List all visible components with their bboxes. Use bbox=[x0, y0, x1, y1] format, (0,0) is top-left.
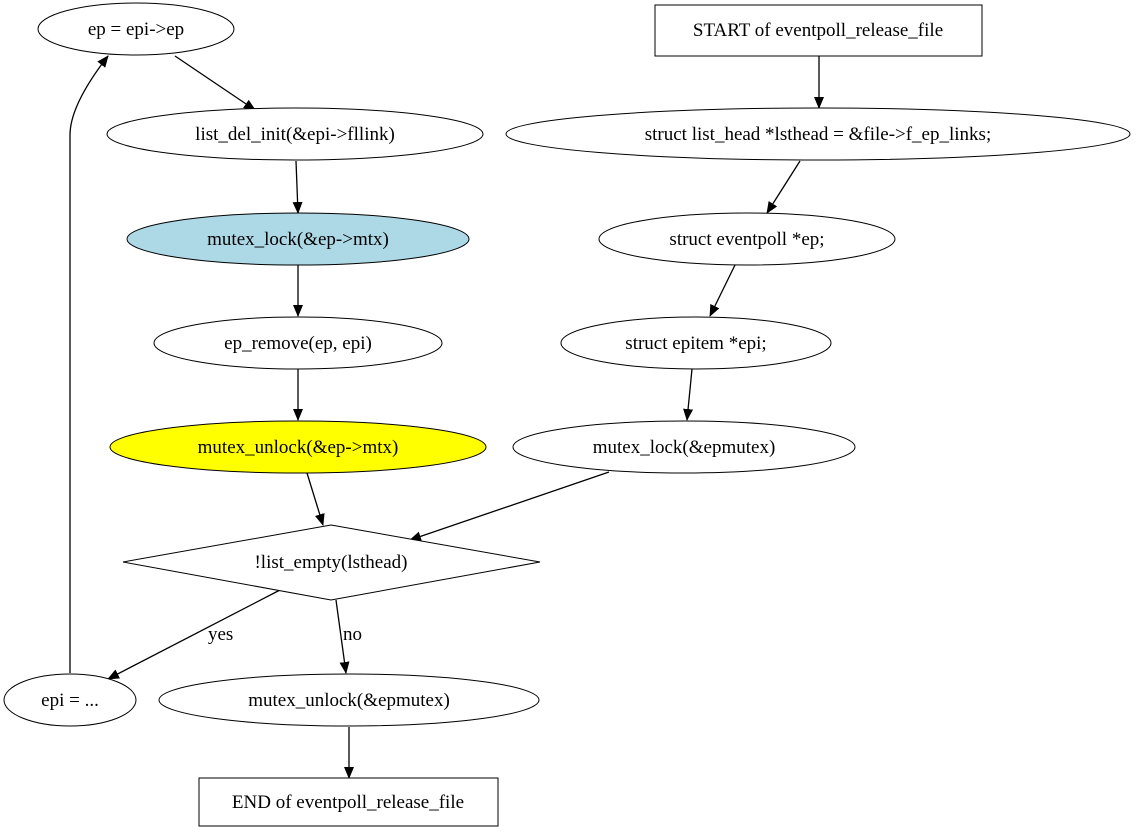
node-ep-assign: ep = epi->ep bbox=[37, 2, 235, 56]
node-condition-label: !list_empty(lsthead) bbox=[254, 552, 407, 573]
node-ep-decl: struct eventpoll *ep; bbox=[598, 212, 896, 266]
edges bbox=[69, 55, 824, 779]
node-ep-remove-label: ep_remove(ep, epi) bbox=[224, 333, 372, 354]
node-mutex-lock-epmutex-label: mutex_lock(&epmutex) bbox=[593, 437, 776, 458]
node-start-label: START of eventpoll_release_file bbox=[693, 20, 943, 41]
node-list-del-label: list_del_init(&epi->fllink) bbox=[195, 124, 395, 145]
edge-condition-to-mutex-unlock-epmutex bbox=[335, 599, 350, 674]
edge-mutex-unlock-ep-to-condition bbox=[306, 472, 325, 526]
node-epi-decl-label: struct epitem *epi; bbox=[625, 333, 766, 354]
node-lsthead-decl-label: struct list_head *lsthead = &file->f_ep_… bbox=[645, 124, 991, 145]
node-mutex-lock-ep: mutex_lock(&ep->mtx) bbox=[126, 212, 470, 266]
node-mutex-lock-epmutex: mutex_lock(&epmutex) bbox=[512, 420, 856, 474]
node-mutex-unlock-ep-label: mutex_unlock(&ep->mtx) bbox=[198, 437, 399, 458]
node-condition: !list_empty(lsthead) bbox=[122, 524, 541, 601]
node-list-del: list_del_init(&epi->fllink) bbox=[106, 107, 484, 161]
node-ep-remove: ep_remove(ep, epi) bbox=[153, 316, 443, 370]
edge-mutex-lock-epmutex-to-condition bbox=[409, 471, 610, 542]
node-ep-decl-label: struct eventpoll *ep; bbox=[669, 229, 824, 250]
edge-label-no: no bbox=[343, 624, 362, 645]
node-end-label: END of eventpoll_release_file bbox=[232, 792, 464, 813]
node-mutex-unlock-ep: mutex_unlock(&ep->mtx) bbox=[109, 420, 487, 474]
edge-label-yes: yes bbox=[208, 624, 233, 645]
edge-list-del-to-mutex-lock-ep bbox=[292, 160, 303, 214]
edge-lsthead-decl-to-ep-decl bbox=[766, 160, 801, 214]
node-mutex-unlock-epmutex-label: mutex_unlock(&epmutex) bbox=[248, 690, 450, 711]
edge-ep-assign-to-list-del bbox=[174, 55, 256, 111]
node-lsthead-decl: struct list_head *lsthead = &file->f_ep_… bbox=[505, 107, 1131, 161]
node-end: END of eventpoll_release_file bbox=[198, 777, 499, 827]
edge-ep-decl-to-epi-decl bbox=[709, 264, 736, 317]
node-ep-assign-label: ep = epi->ep bbox=[88, 19, 184, 40]
node-mutex-lock-ep-label: mutex_lock(&ep->mtx) bbox=[207, 229, 389, 250]
node-epi-assign: epi = ... bbox=[3, 673, 137, 727]
edge-condition-to-epi-assign bbox=[107, 589, 281, 680]
node-epi-decl: struct epitem *epi; bbox=[560, 316, 832, 370]
edge-epi-assign-to-ep-assign bbox=[69, 55, 109, 673]
node-start: START of eventpoll_release_file bbox=[654, 4, 983, 57]
node-epi-assign-label: epi = ... bbox=[41, 690, 99, 711]
node-mutex-unlock-epmutex: mutex_unlock(&epmutex) bbox=[158, 673, 540, 727]
edge-epi-decl-to-mutex-lock-epmutex bbox=[683, 368, 694, 421]
